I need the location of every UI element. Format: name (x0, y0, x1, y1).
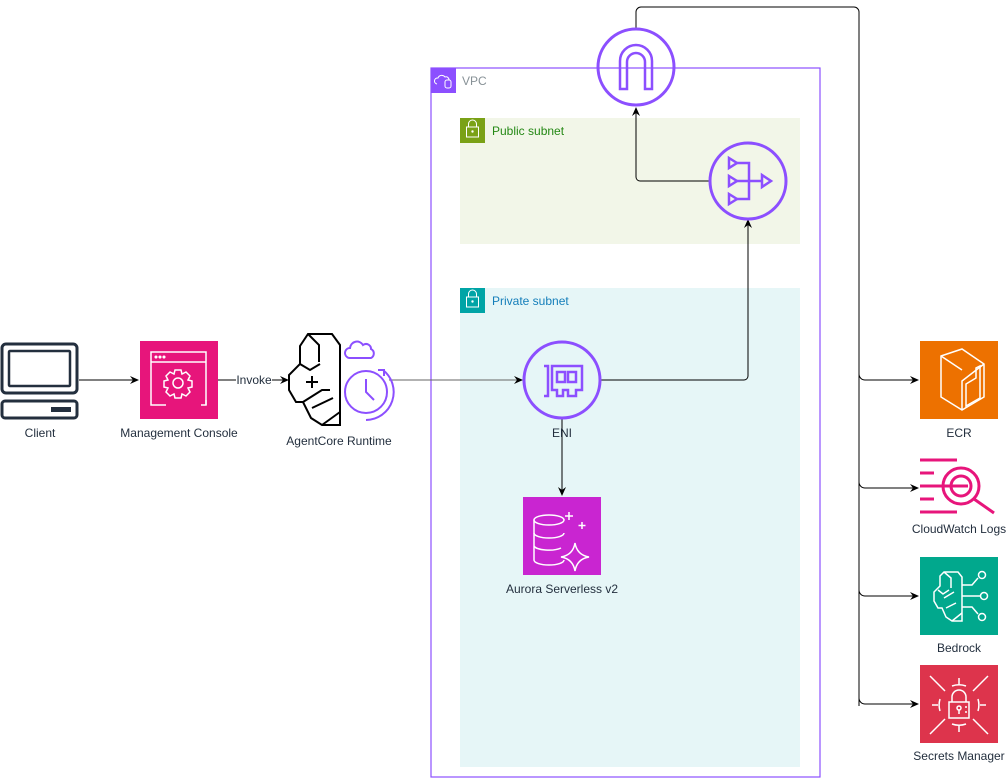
cloudwatch-logs-label: CloudWatch Logs (912, 522, 1006, 536)
edge-igw-trunk (635, 6, 860, 706)
edge-igw-to-ecr (858, 373, 919, 384)
aurora-label: Aurora Serverless v2 (506, 582, 618, 596)
brain-clock-cloud-icon (288, 333, 395, 426)
agentcore-runtime-label: AgentCore Runtime (286, 434, 392, 448)
nat-gateway-node[interactable] (708, 141, 788, 221)
ecr-label: ECR (946, 426, 972, 440)
internet-gateway-node[interactable] (596, 27, 676, 107)
internet-gateway-icon (596, 27, 676, 107)
private-subnet-area (460, 288, 800, 767)
secrets-manager-label: Secrets Manager (913, 749, 1004, 763)
public-subnet-label: Public subnet (492, 124, 565, 138)
container-registry-icon (920, 341, 998, 419)
lock-icon (460, 118, 485, 143)
aurora-node[interactable]: Aurora Serverless v2 (506, 497, 618, 596)
agentcore-runtime-node[interactable]: AgentCore Runtime (286, 333, 395, 448)
eni-label: ENI (552, 426, 572, 440)
edge-igw-to-bedrock (858, 589, 919, 600)
edge-igw-to-cloudwatch (858, 481, 919, 492)
private-subnet-group[interactable]: Private subnet (460, 288, 800, 767)
edge-nat-to-igw (632, 107, 710, 182)
private-subnet-label: Private subnet (492, 294, 569, 308)
management-console-node[interactable]: Management Console (120, 341, 238, 440)
brain-circuit-icon (920, 557, 998, 635)
lock-icon (460, 288, 485, 313)
network-card-icon (522, 340, 602, 420)
vpc-cloud-icon (431, 68, 456, 93)
invoke-label-bg (236, 373, 272, 386)
management-console-label: Management Console (120, 426, 238, 440)
client-node[interactable]: Client (0, 342, 79, 440)
client-label: Client (25, 426, 56, 440)
edge-label-invoke: Invoke (236, 373, 272, 387)
cloudwatch-logs-node[interactable]: CloudWatch Logs (912, 458, 1006, 536)
edge-eni-to-nat (601, 219, 752, 381)
bedrock-node[interactable]: Bedrock (920, 557, 998, 655)
gear-window-icon (140, 341, 218, 419)
edge-igw-to-secrets (858, 697, 919, 708)
vpc-label: VPC (462, 74, 487, 88)
secrets-manager-node[interactable]: Secrets Manager (913, 665, 1005, 763)
ecr-node[interactable]: ECR (920, 341, 998, 440)
logs-search-icon (920, 458, 995, 515)
desktop-computer-icon (0, 342, 79, 420)
eni-node[interactable]: ENI (522, 340, 602, 440)
bedrock-label: Bedrock (937, 641, 982, 655)
